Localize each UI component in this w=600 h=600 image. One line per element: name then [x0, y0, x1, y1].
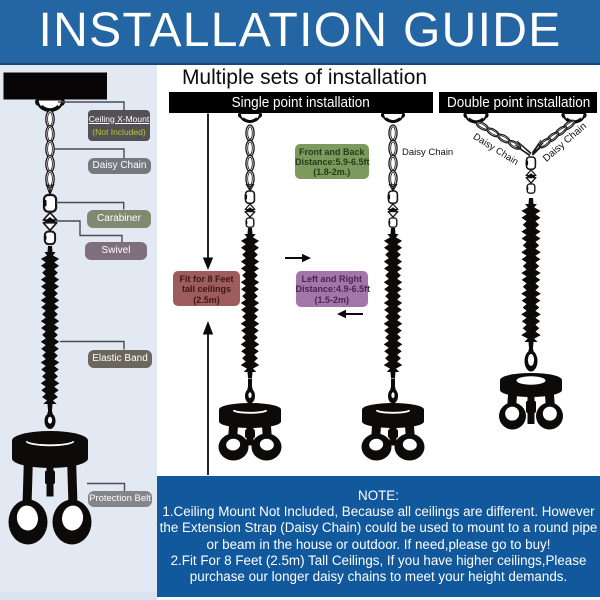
svg-text:Daisy Chain: Daisy Chain — [402, 147, 453, 158]
